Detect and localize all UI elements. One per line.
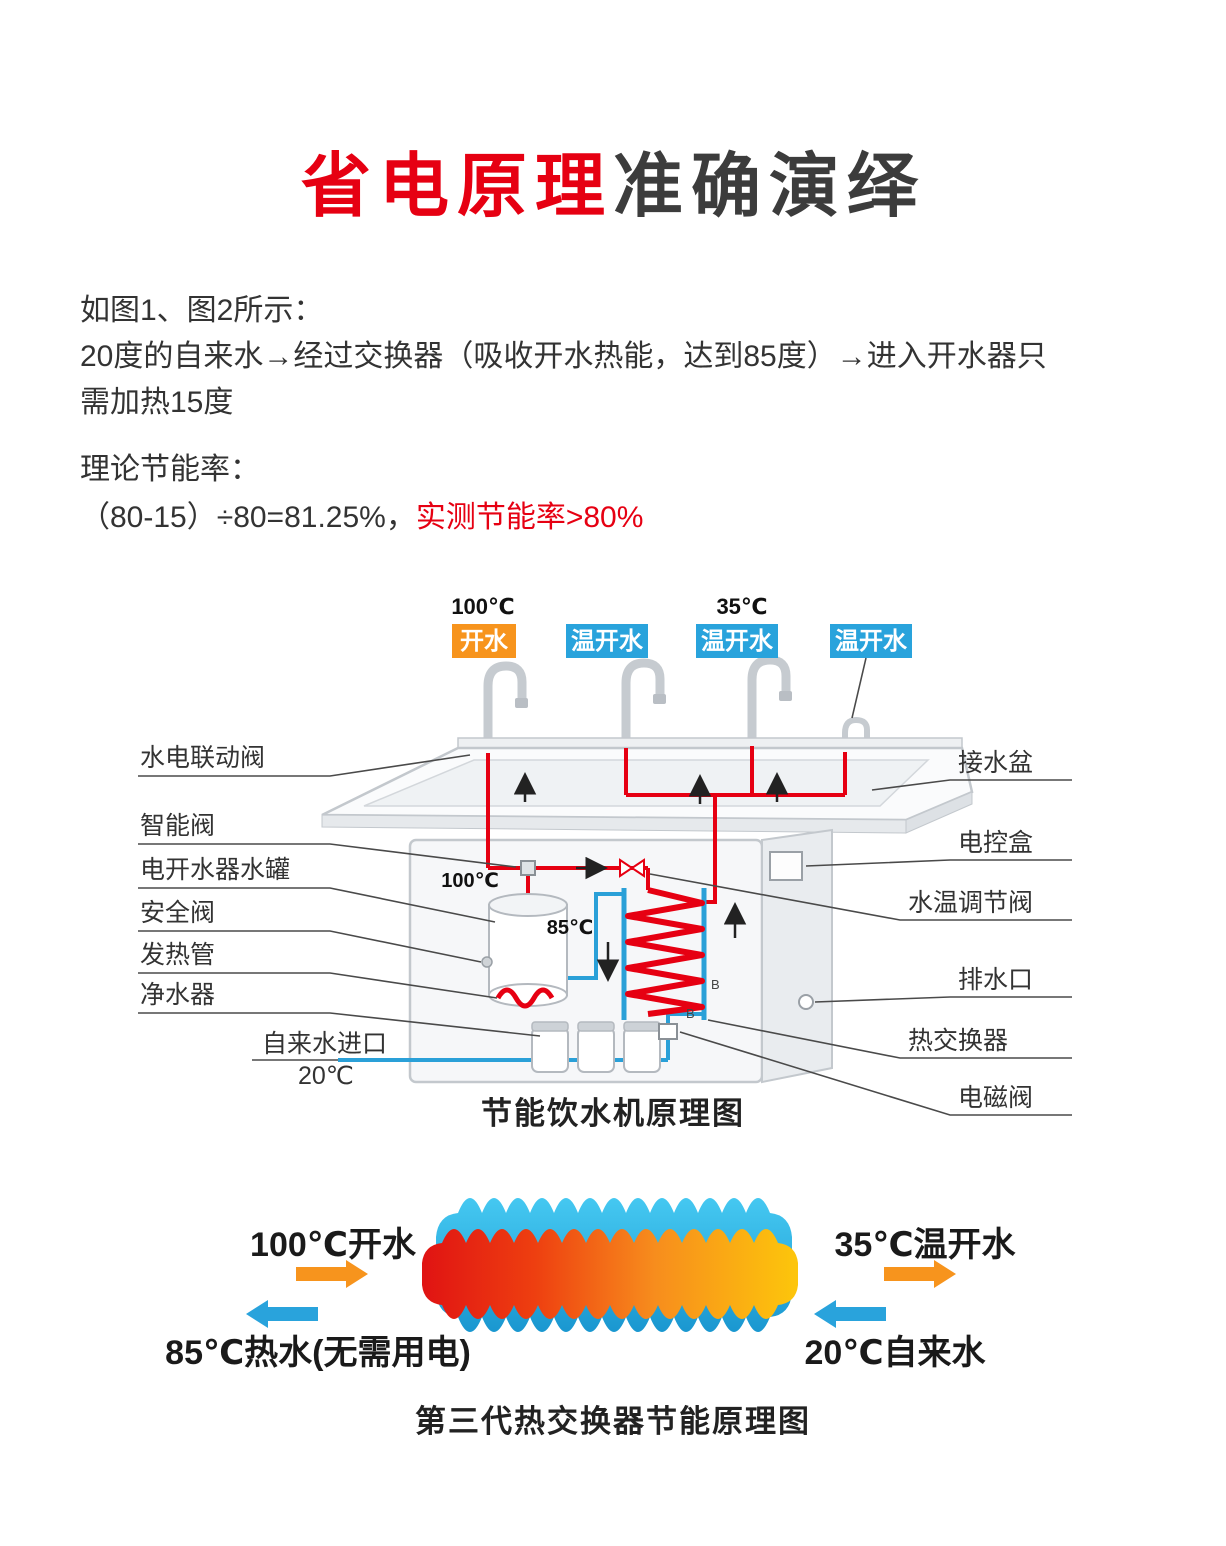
heating-tube <box>495 987 555 1009</box>
tap-tag-warm-2: 温开水 <box>696 624 778 658</box>
label-drip-tray: 接水盆 <box>958 749 1033 777</box>
label-temp-valve: 水温调节阀 <box>908 889 1033 917</box>
drain-outlet <box>798 994 814 1010</box>
theory-label: 理论节能率： <box>80 453 260 486</box>
tap-tag-warm-2-label: 温开水 <box>701 628 774 655</box>
label-safety-valve: 安全阀 <box>140 899 215 927</box>
label-inlet-temp: 20℃ <box>298 1062 354 1090</box>
intro-line-1: 如图1、图2所示： <box>80 294 324 327</box>
control-box <box>769 851 803 881</box>
machine-diagram: 100℃ 35℃ 开水 温开水 温开水 温开水 100℃ 85℃ B B 水电联… <box>138 594 1072 1116</box>
pipe-mark-2: B <box>686 1006 695 1021</box>
exchanger-hot-core <box>422 1229 798 1319</box>
label-control-box: 电控盒 <box>958 829 1033 857</box>
title-rest: 准确演绎 <box>613 147 925 225</box>
arrow-hot-out <box>246 1300 318 1328</box>
arrow-cold-in <box>814 1300 886 1328</box>
page-title: 省电原理准确演绎 <box>0 130 1226 231</box>
intro-paragraph: 如图1、图2所示： 20度的自来水→经过交换器（吸收开水热能，达到85度）→进入… <box>80 288 1170 426</box>
label-water-filter: 净水器 <box>140 981 215 1009</box>
label-smart-valve: 智能阀 <box>140 812 215 840</box>
pipe-mark-1: B <box>711 977 720 992</box>
tap-tag-warm-1: 温开水 <box>566 624 648 658</box>
leader-line-warm3 <box>851 657 867 719</box>
intro-line-3: 需加热15度 <box>80 386 234 419</box>
arrow-warm-out <box>884 1260 956 1288</box>
label-cold-in: 20℃自来水 <box>805 1334 987 1372</box>
temp-label-warm: 35℃ <box>716 594 767 619</box>
solenoid-valve <box>658 1023 678 1040</box>
tap-tag-warm-3-label: 温开水 <box>835 628 908 655</box>
faucet-warm-2 <box>740 655 792 755</box>
temp-label-boiling: 100℃ <box>451 594 514 619</box>
exchange-temp-label: 85℃ <box>547 917 593 939</box>
flow-arrows <box>513 772 789 982</box>
right-labels: 接水盆 电控盒 水温调节阀 排水口 热交换器 电磁阀 <box>649 749 1072 1116</box>
theory-measured: 实测节能率>80% <box>415 501 644 534</box>
label-hot-out: 85℃热水(无需用电) <box>165 1334 471 1372</box>
theory-formula: （80-15）÷80=81.25%， <box>80 501 416 534</box>
water-filters <box>531 1021 661 1073</box>
label-warm-out: 35℃温开水 <box>835 1226 1017 1264</box>
heat-exchanger-coil <box>621 887 707 1020</box>
temp-adjust-valve <box>619 858 645 878</box>
tank-temp-label: 100℃ <box>441 870 499 892</box>
intro-line-2: 20度的自来水→经过交换器（吸收开水热能，达到85度）→进入开水器只 <box>80 340 1047 373</box>
label-drain: 排水口 <box>958 966 1033 994</box>
label-inlet: 自来水进口 <box>262 1030 387 1058</box>
title-highlight: 省电原理 <box>301 147 613 225</box>
label-boiler-tank: 电开水器水罐 <box>140 856 290 884</box>
theory-formula-line: （80-15）÷80=81.25%，实测节能率>80% <box>80 494 1170 542</box>
warm-water-pipes <box>624 746 847 904</box>
tap-tag-warm-3: 温开水 <box>830 624 912 658</box>
exchanger-diagram: 100℃开水 35℃温开水 85℃热水(无需用电) 20℃自来水 <box>165 1198 1017 1372</box>
tap-tag-boiling-label: 开水 <box>460 628 509 655</box>
sink-counter <box>321 737 974 834</box>
left-labels: 水电联动阀 智能阀 电开水器水罐 安全阀 发热管 净水器 自来水进口 20℃ <box>138 744 541 1090</box>
arrow-hot-in <box>296 1260 368 1288</box>
label-heating-tube: 发热管 <box>140 941 215 969</box>
tap-tag-warm-1-label: 温开水 <box>571 628 644 655</box>
label-hot-in: 100℃开水 <box>250 1226 417 1264</box>
safety-valve <box>481 956 493 968</box>
machine-diagram-caption: 节能饮水机原理图 <box>481 1096 745 1131</box>
boiler-tank <box>481 893 568 1009</box>
smart-valve <box>520 860 536 876</box>
label-solenoid-valve: 电磁阀 <box>958 1084 1033 1112</box>
exchanger-diagram-caption: 第三代热交换器节能原理图 <box>415 1404 811 1439</box>
theory-block: 理论节能率： （80-15）÷80=81.25%，实测节能率>80% <box>80 446 1170 542</box>
label-linkage-valve: 水电联动阀 <box>140 744 265 772</box>
label-heat-exchanger: 热交换器 <box>908 1027 1008 1055</box>
tap-tag-boiling: 开水 <box>452 624 516 658</box>
